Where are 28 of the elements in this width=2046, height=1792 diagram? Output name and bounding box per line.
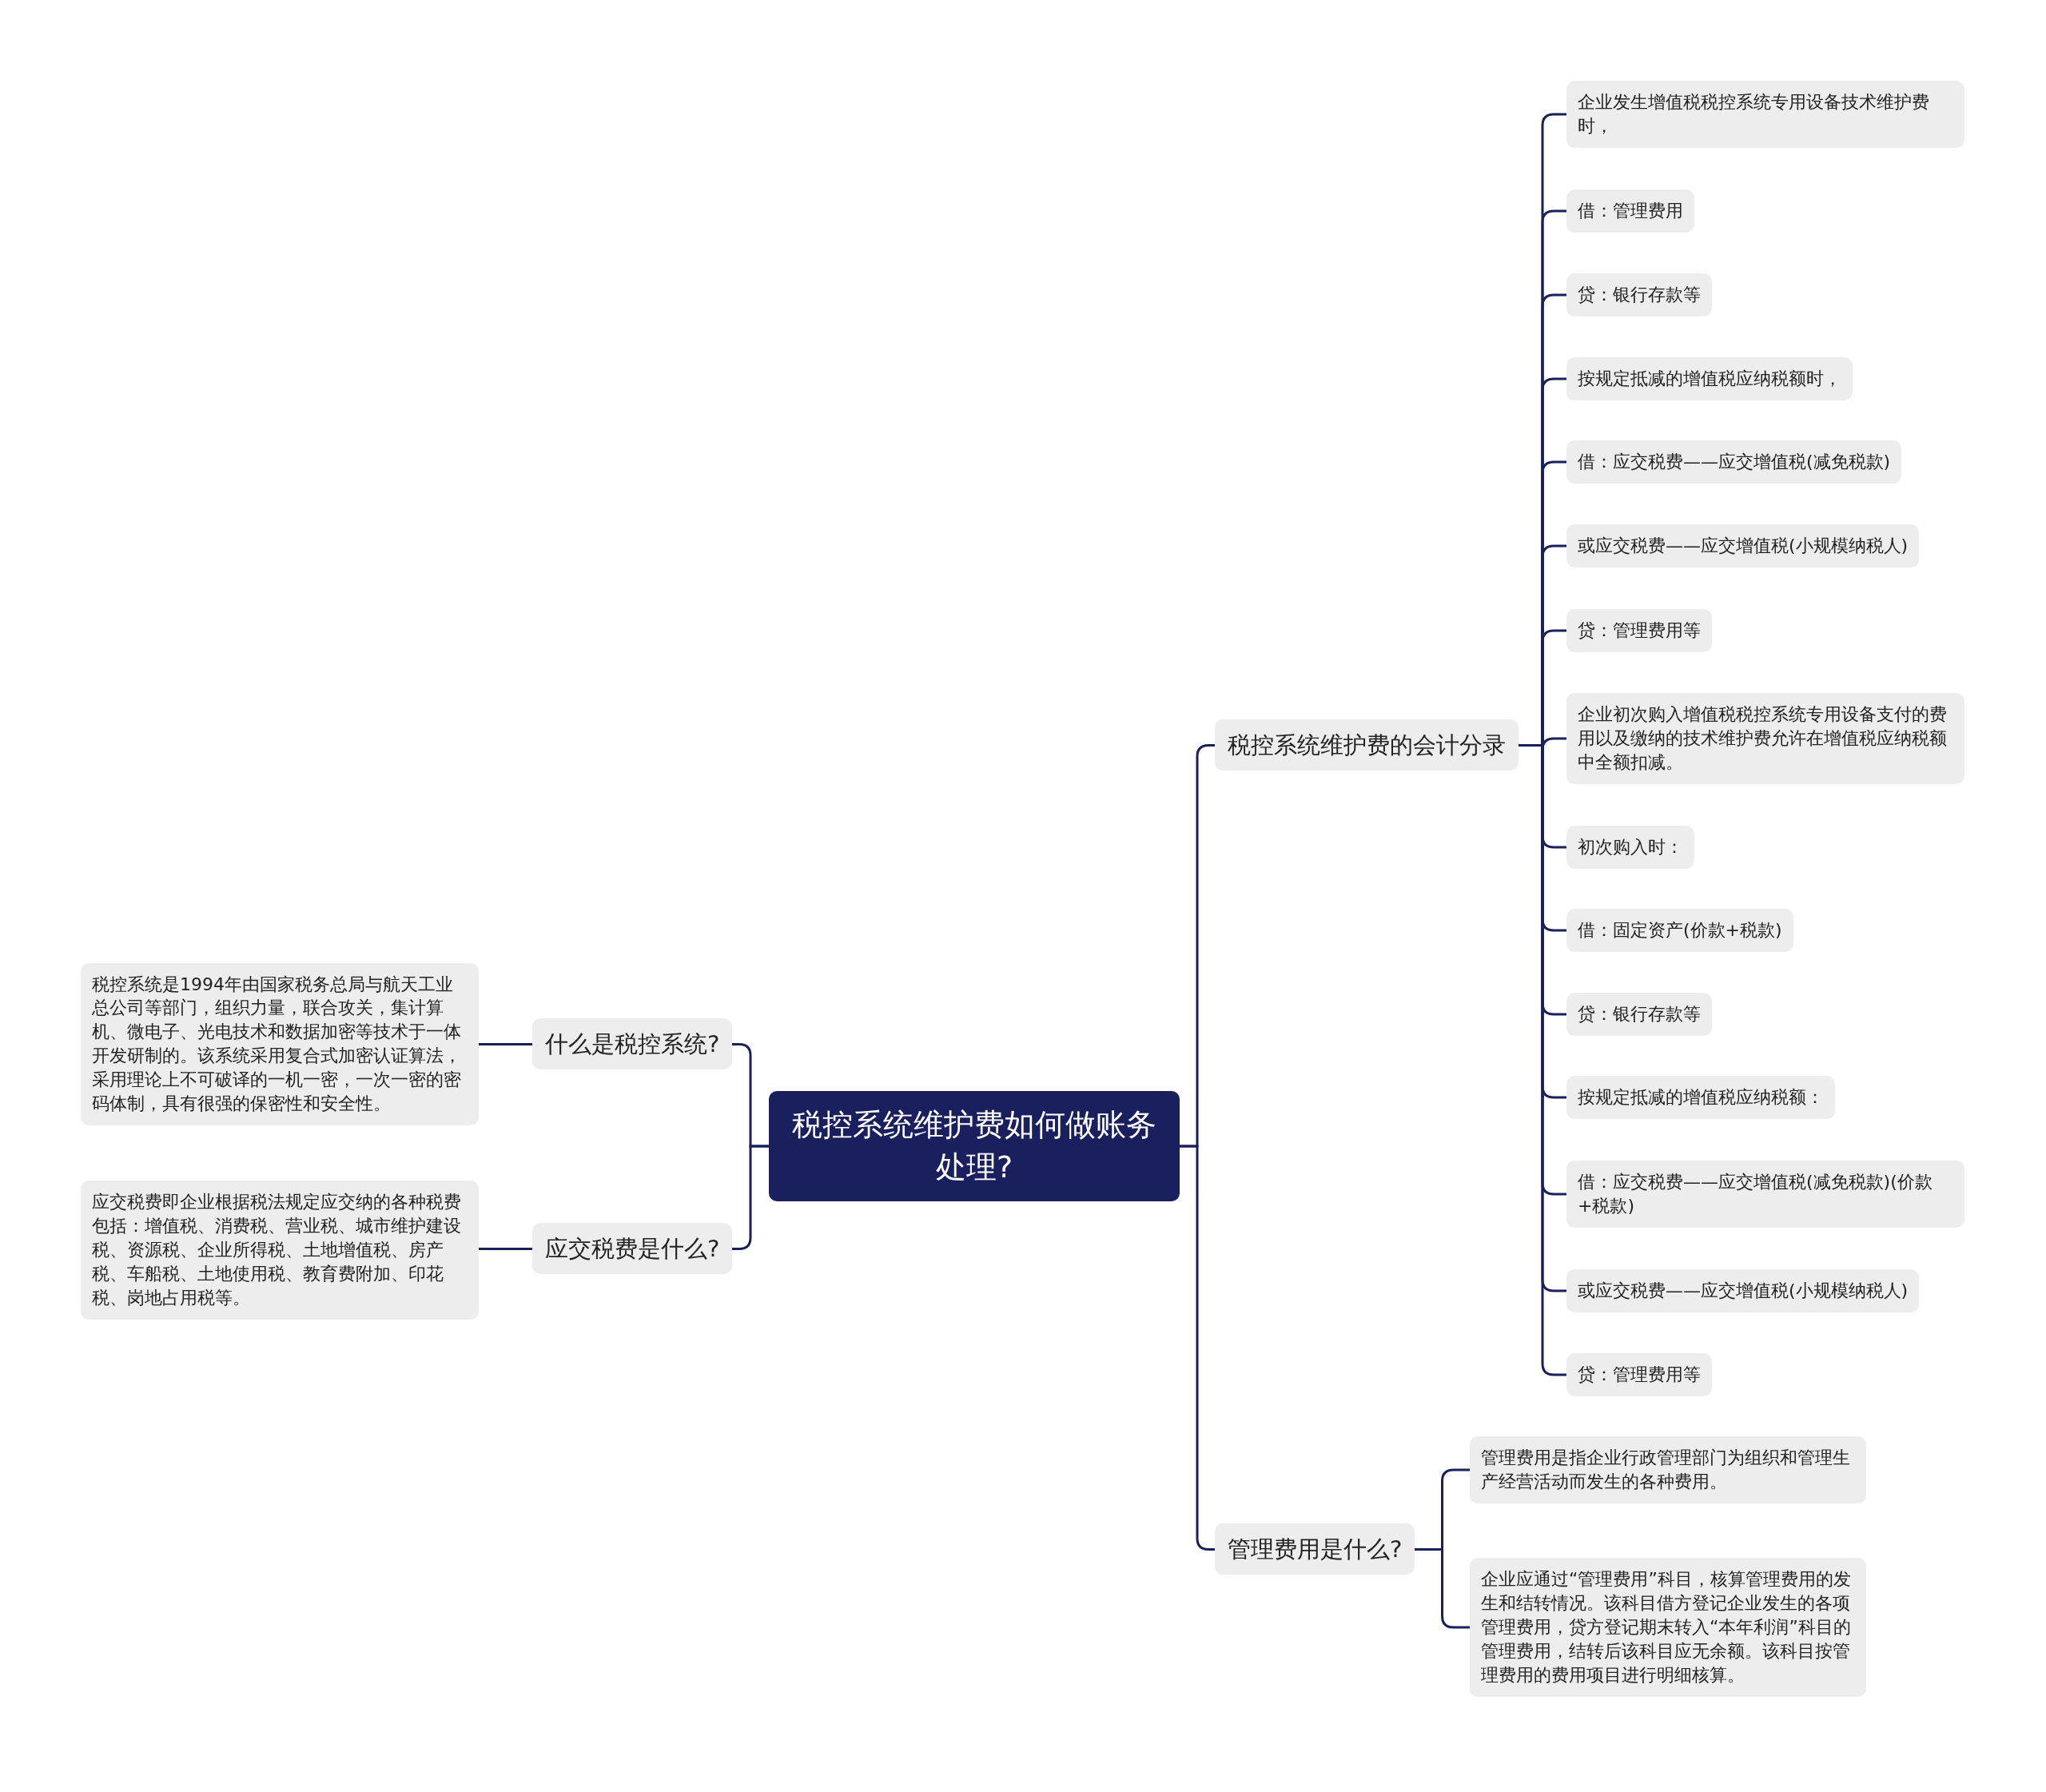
- subtopic-box: 贷：管理费用等: [1566, 1353, 1712, 1396]
- topic-box: 应交税费是什么?: [532, 1222, 733, 1275]
- subtopic-box: 应交税费即企业根据税法规定应交纳的各种税费包括：增值税、消费税、营业税、城市维护建设税、资源税、企业所得税、土地增值税、房产税、车船税、土地使用税、教育费附加、印花税、岗地占用税等。: [81, 1181, 479, 1320]
- subtopic-box: 或应交税费——应交增值税(小规模纳税人): [1566, 524, 1920, 567]
- subtopic-box: 借：管理费用: [1566, 189, 1694, 233]
- subtopic-box: 企业应通过“管理费用”科目，核算管理费用的发生和结转情况。该科目借方登记企业发生的各项管理费用，贷方登记期末转入“本年利润”科目的管理费用，结转后该科目应无余额。该科目按管理费用的费用项目进行明细核算。: [1470, 1558, 1866, 1697]
- connector-line: [732, 1145, 769, 1250]
- connector-line: [1180, 1145, 1215, 1551]
- topic-box: 管理费用是什么?: [1215, 1523, 1415, 1575]
- subtopic-box: 贷：银行存款等: [1566, 273, 1712, 317]
- subtopic-box: 或应交税费——应交增值税(小规模纳税人): [1566, 1269, 1920, 1312]
- topic-box: 税控系统维护费的会计分录: [1215, 719, 1519, 771]
- subtopic-box: 管理费用是指企业行政管理部门为组织和管理生产经营活动而发生的各种费用。: [1470, 1436, 1866, 1503]
- subtopic-box: 借：应交税费——应交增值税(减免税款)(价款+税款): [1566, 1161, 1964, 1228]
- connector-line: [479, 1043, 532, 1045]
- subtopic-box: 按规定抵减的增值税应纳税额：: [1566, 1076, 1835, 1119]
- subtopic-box: 税控系统是1994年由国家税务总局与航天工业总公司等部门，组织力量，联合攻关，集计算机、微电子、光电技术和数据加密等技术于一体开发研制的。该系统采用复合式加密认证算法，采用理论上不可破译的一机一密，一次一密的密码体制，具有很强的保密性和安全性。: [81, 962, 479, 1125]
- central-topic-box: 税控系统维护费如何做账务处理?: [769, 1091, 1180, 1202]
- subtopic-box: 企业初次购入增值税税控系统专用设备支付的费用以及缴纳的技术维护费允许在增值税应纳税额中全额扣减。: [1566, 693, 1964, 784]
- subtopic-box: 按规定抵减的增值税应纳税额时，: [1566, 357, 1853, 400]
- subtopic-box: 企业发生增值税税控系统专用设备技术维护费时，: [1566, 81, 1964, 148]
- connector-line: [479, 1248, 532, 1250]
- subtopic-box: 贷：管理费用等: [1566, 609, 1712, 652]
- subtopic-box: 借：固定资产(价款+税款): [1566, 909, 1793, 952]
- subtopic-box: 借：应交税费——应交增值税(减免税款): [1566, 440, 1902, 484]
- subtopic-box: 初次购入时：: [1566, 826, 1694, 869]
- subtopic-box: 贷：银行存款等: [1566, 993, 1712, 1036]
- topic-box: 什么是税控系统?: [532, 1017, 733, 1070]
